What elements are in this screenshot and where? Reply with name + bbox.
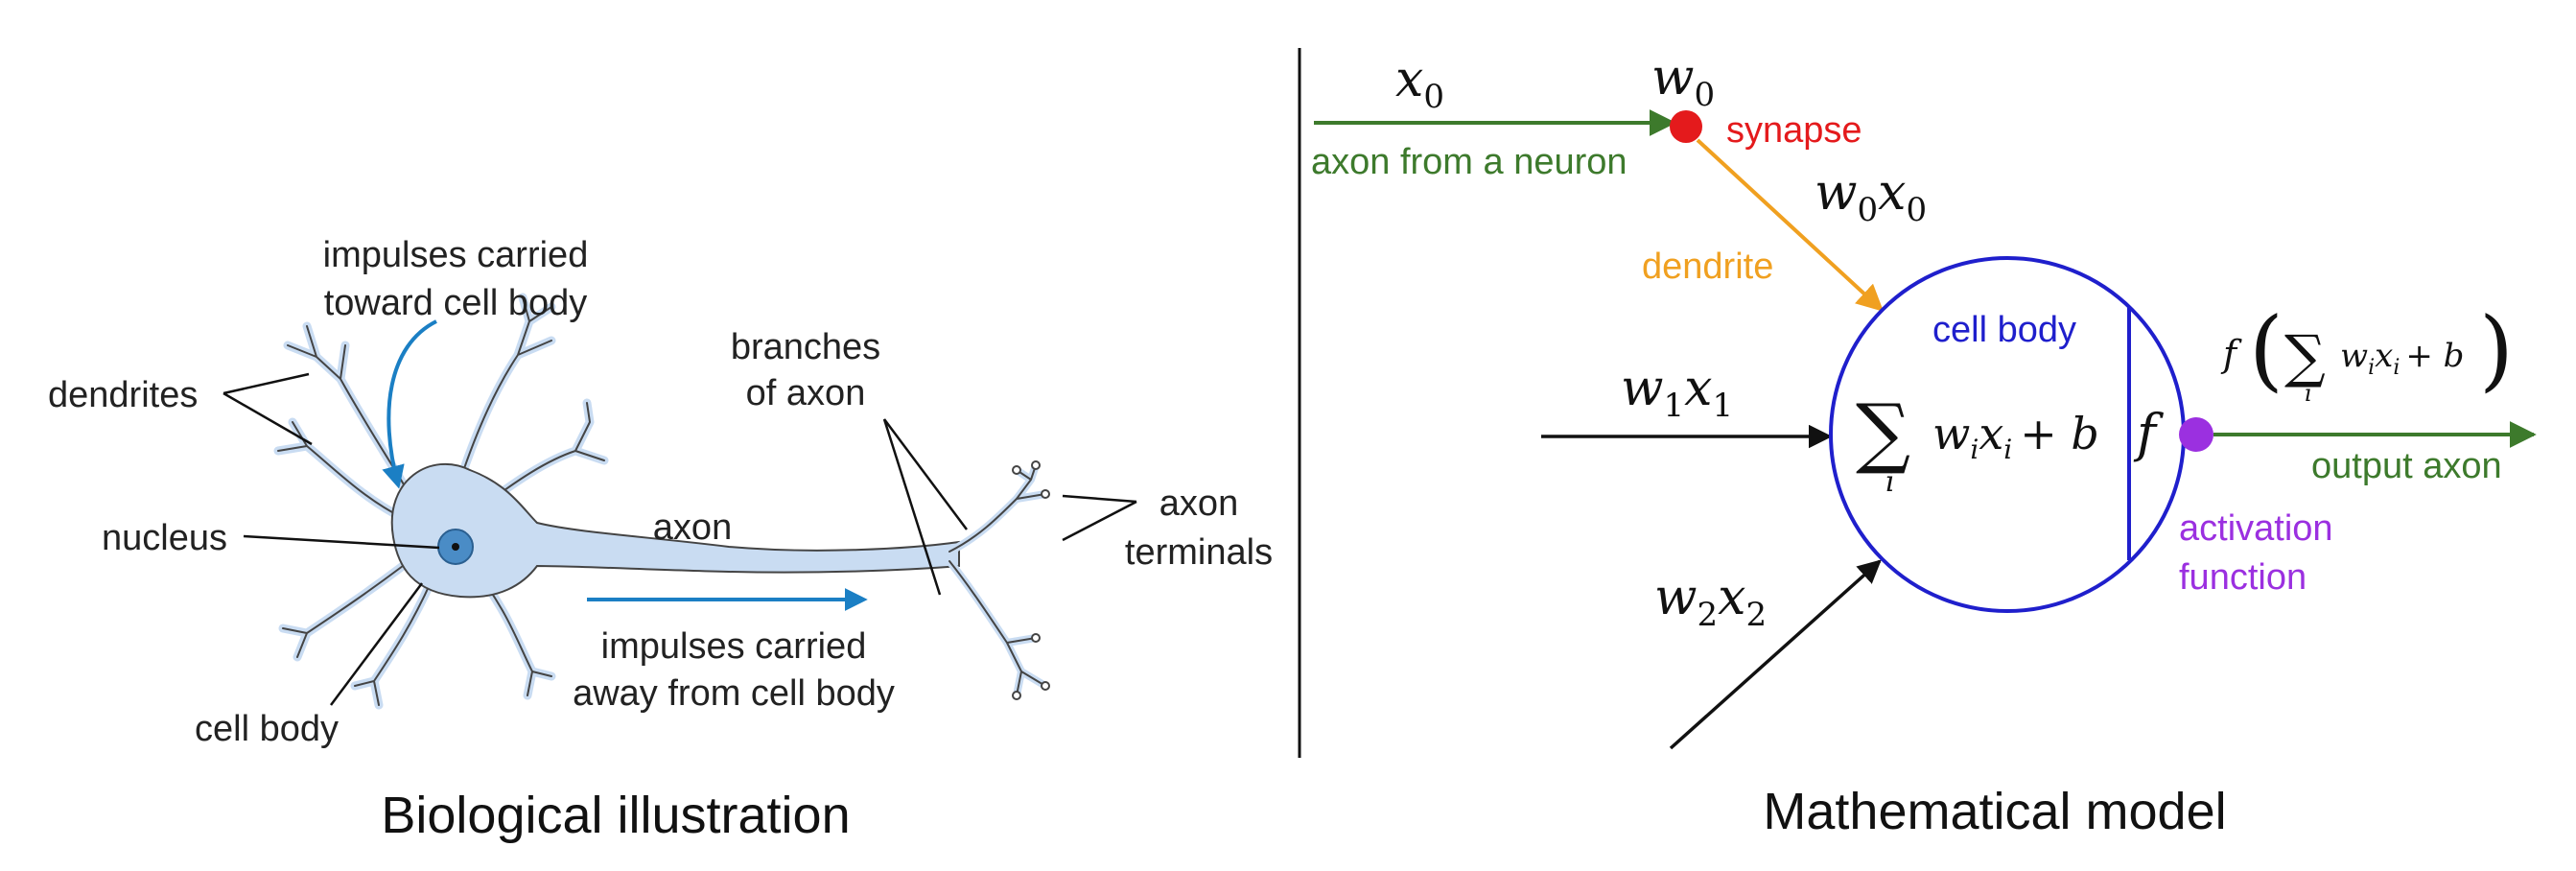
svg-text:): ) (2479, 298, 2514, 401)
sum-index: i (1885, 465, 1895, 499)
svg-text:∑: ∑ (2284, 323, 2326, 390)
dendrite-arrow (1696, 138, 1885, 312)
activation-dot (2179, 417, 2213, 452)
activation-label-2: function (2179, 557, 2307, 598)
axon-terminals-label-2: terminals (1125, 532, 1273, 573)
x0-label: x0 (1395, 51, 1444, 116)
activation-label-1: activation (2179, 508, 2333, 549)
dendrites-shape (273, 293, 609, 710)
axon-label: axon (653, 507, 732, 548)
f-symbol: f (2133, 403, 2164, 463)
dendrite-label: dendrite (1642, 247, 1773, 287)
w0x0-label: w0x0 (1815, 164, 1927, 229)
w2x2-label: w2x2 (1654, 569, 1767, 634)
svg-text:(: ( (2249, 298, 2283, 401)
branches-label-1: branches (731, 327, 880, 367)
svg-text:wixi+ b: wixi+ b (2340, 337, 2464, 380)
impulses-away-label-2: away from cell body (573, 673, 895, 714)
w2x2-arrow (1669, 559, 1882, 750)
axon-terminals-label-1: axon (1159, 483, 1238, 524)
dendrites-label: dendrites (48, 375, 198, 415)
mathematical-model: x0 w0 axon from a neuron synapse dendrit… (1311, 49, 2537, 750)
nucleus-label: nucleus (102, 518, 227, 558)
output-axon-label: output axon (2311, 446, 2502, 486)
impulses-away-label-1: impulses carried (601, 626, 867, 667)
sum-term: wixi+ b (1932, 408, 2099, 465)
axon-terminals-shape (946, 460, 1050, 700)
pointer-lines (222, 372, 1137, 706)
cell-body-label: cell body (1932, 310, 2076, 350)
impulse-toward-arrow (382, 319, 437, 489)
svg-text:i: i (2305, 380, 2312, 407)
sum-symbol: ∑ (1856, 388, 1910, 477)
caption-biological: Biological illustration (381, 787, 850, 844)
synapse-dot (1670, 110, 1702, 143)
synapse-label: synapse (1726, 110, 1862, 151)
branches-label-2: of axon (746, 373, 866, 413)
axon-from-neuron-label: axon from a neuron (1311, 142, 1628, 182)
caption-mathematical: Mathematical model (1763, 783, 2226, 840)
impulses-toward-label-2: toward cell body (324, 283, 588, 323)
svg-text:f: f (2220, 333, 2242, 375)
impulses-toward-label-1: impulses carried (323, 235, 589, 275)
output-formula: f ( ∑ i wixi+ b ) (2220, 298, 2514, 407)
w1x1-label: w1x1 (1621, 360, 1733, 425)
biological-illustration: impulses carried toward cell body dendri… (48, 235, 1273, 749)
cell-body-label: cell body (195, 709, 339, 749)
w0-label: w0 (1651, 49, 1715, 114)
